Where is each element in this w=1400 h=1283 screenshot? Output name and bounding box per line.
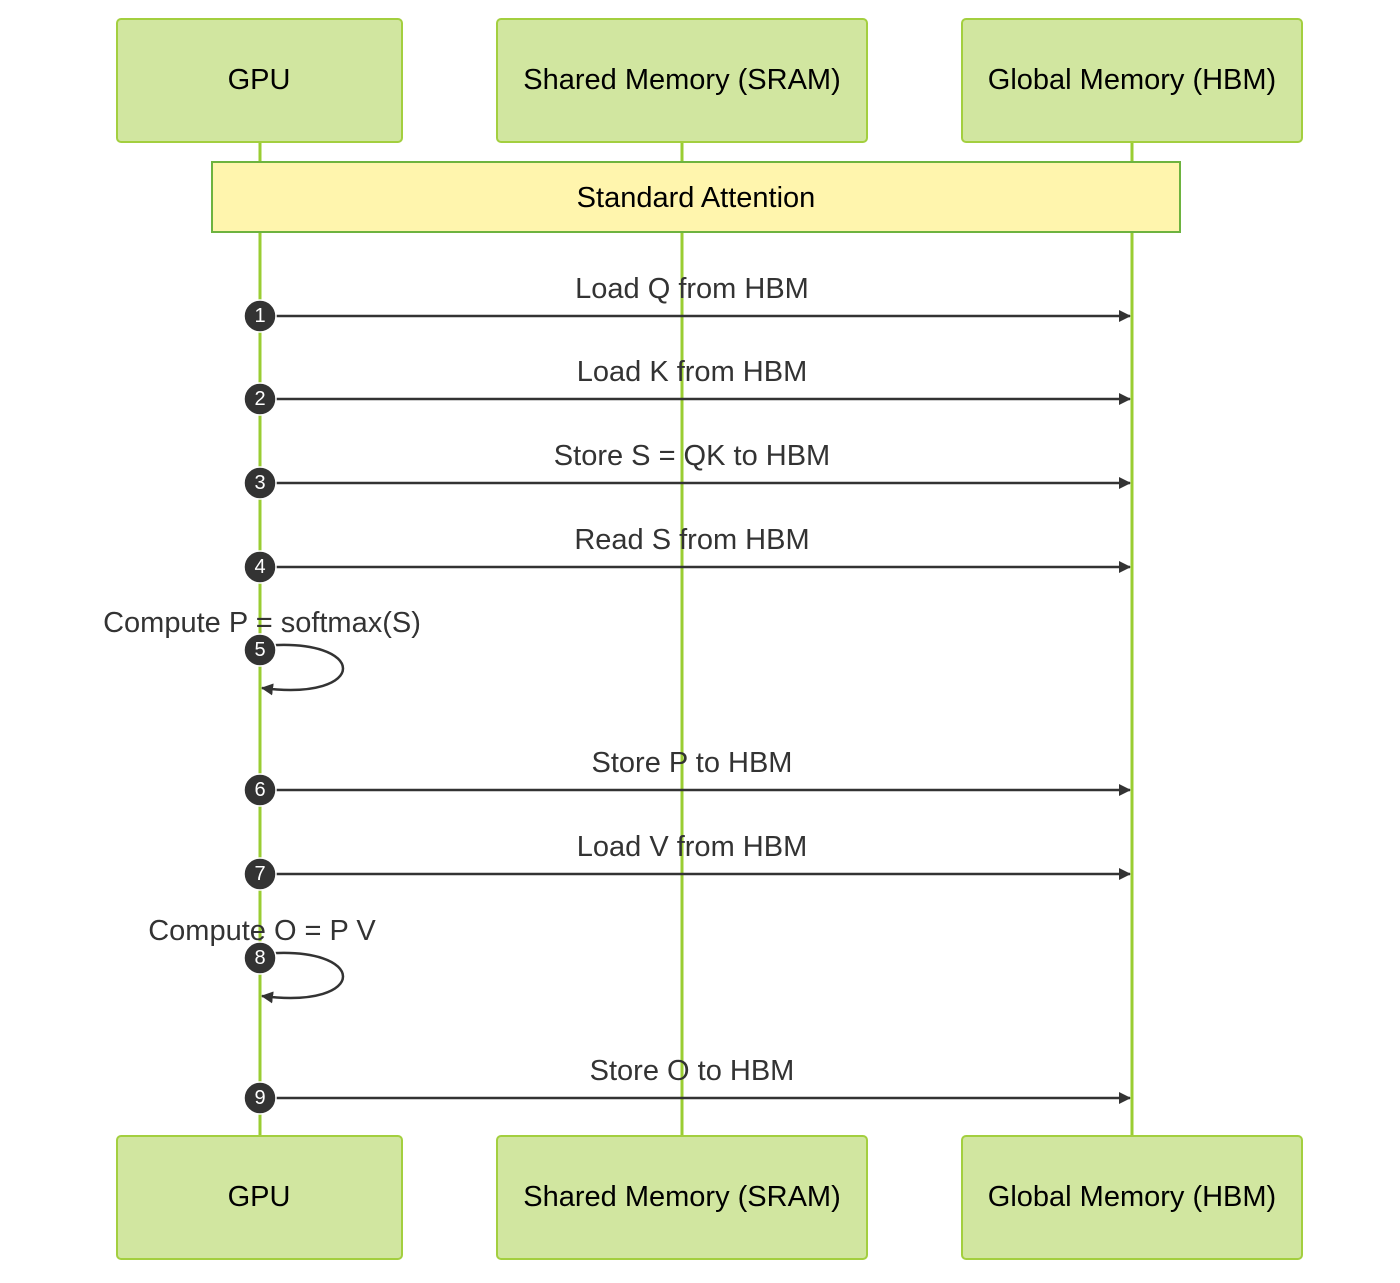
message-label: Store S = QK to HBM [554, 440, 830, 472]
sequence-number-badge [243, 550, 277, 584]
sequence-number-badge [243, 633, 277, 667]
sequence-number-badge [243, 466, 277, 500]
sequence-number: 7 [254, 863, 265, 885]
actors-top: GPU Shared Memory (SRAM) Global Memory (… [116, 18, 1303, 143]
message-3: Store S = QK to HBM 3 [243, 440, 1131, 500]
actor-label: Shared Memory (SRAM) [523, 1181, 840, 1213]
sequence-number: 2 [254, 388, 265, 410]
sequence-number-badge [243, 773, 277, 807]
message-4: Read S from HBM 4 [243, 524, 1131, 584]
sequence-number: 9 [254, 1087, 265, 1109]
message-8: Compute O = P V8 [148, 915, 376, 1004]
message-label: Load V from HBM [577, 831, 807, 863]
note-standard-attention: Standard Attention [211, 161, 1181, 233]
self-loop-arrow [261, 951, 344, 1004]
actor-box [961, 18, 1303, 143]
sequence-number: 5 [254, 639, 265, 661]
message-label: Load K from HBM [577, 356, 807, 388]
sequence-number: 1 [254, 305, 265, 327]
message-7: Load V from HBM 7 [243, 831, 1131, 891]
actor-hbm-top: Global Memory (HBM) [961, 18, 1303, 143]
actor-box [116, 1135, 403, 1260]
note-box [211, 161, 1181, 233]
message-9: Store O to HBM 9 [243, 1055, 1131, 1115]
message-label: Read S from HBM [574, 524, 809, 556]
sequence-number: 8 [254, 947, 265, 969]
sequence-number-badge [243, 941, 277, 975]
sequence-number-badge [243, 382, 277, 416]
sequence-number-badge [243, 299, 277, 333]
note-label: Standard Attention [577, 182, 816, 214]
sequence-number: 4 [254, 556, 265, 578]
message-6: Store P to HBM 6 [243, 747, 1131, 807]
actor-label: Shared Memory (SRAM) [523, 64, 840, 96]
actor-box [496, 1135, 868, 1260]
actor-label: Global Memory (HBM) [988, 1181, 1276, 1213]
message-1: Load Q from HBM 1 [243, 273, 1131, 333]
sequence-number: 6 [254, 779, 265, 801]
actor-gpu-bottom: GPU [116, 1135, 403, 1260]
actor-sram-top: Shared Memory (SRAM) [496, 18, 868, 143]
message-label: Store O to HBM [590, 1055, 795, 1087]
actors-bottom: GPU Shared Memory (SRAM) Global Memory (… [116, 1135, 1303, 1260]
sequence-number: 3 [254, 472, 265, 494]
actor-box [961, 1135, 1303, 1260]
sequence-number-badge [243, 857, 277, 891]
actor-box [116, 18, 403, 143]
message-label: Store P to HBM [592, 747, 793, 779]
message-2: Load K from HBM 2 [243, 356, 1131, 416]
sequence-number-badge [243, 1081, 277, 1115]
actor-label: Global Memory (HBM) [988, 64, 1276, 96]
actor-label: GPU [228, 64, 291, 96]
actor-sram-bottom: Shared Memory (SRAM) [496, 1135, 868, 1260]
actor-label: GPU [228, 1181, 291, 1213]
message-5: Compute P = softmax(S)5 [103, 607, 421, 696]
actor-box [496, 18, 868, 143]
actor-hbm-bottom: Global Memory (HBM) [961, 1135, 1303, 1260]
self-loop-arrow [261, 643, 344, 696]
actor-gpu-top: GPU [116, 18, 403, 143]
message-label: Load Q from HBM [575, 273, 809, 305]
